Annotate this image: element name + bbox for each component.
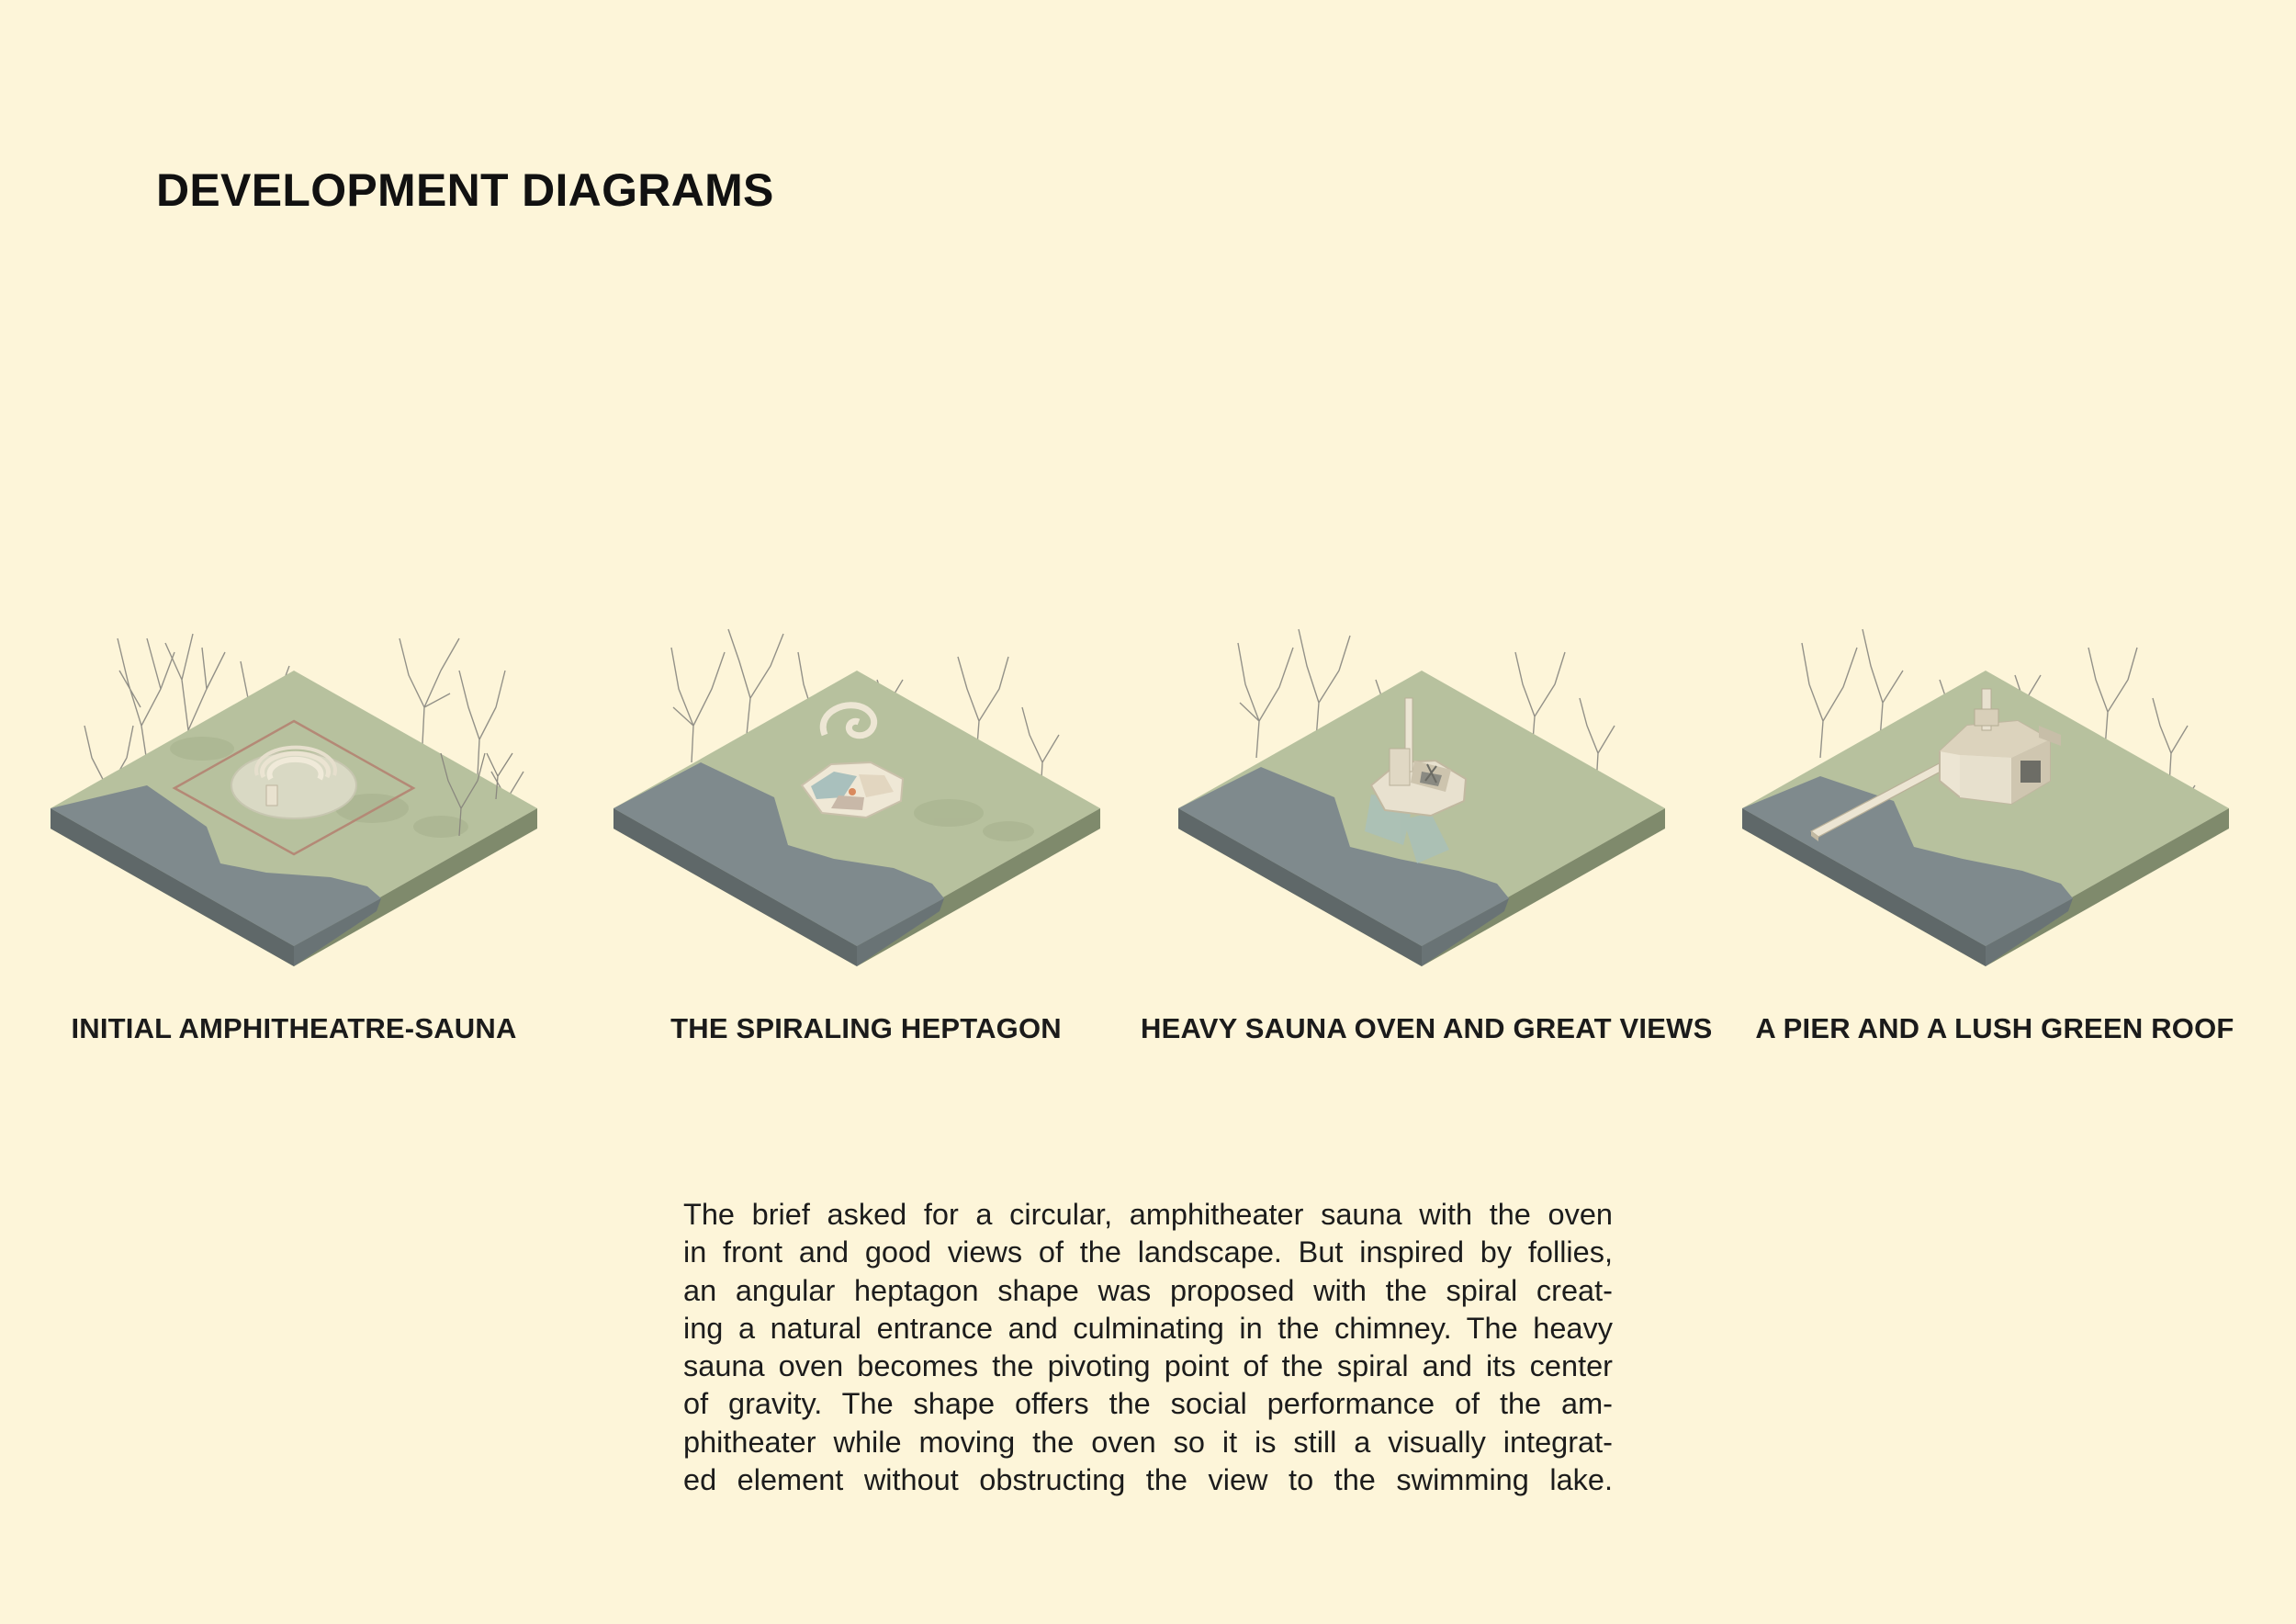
diagram-pier-green-roof [1719, 551, 2252, 983]
ground-texture [170, 737, 468, 838]
description-line: The brief asked for a circular, amphithe… [683, 1198, 1613, 1231]
diagram-1-illustration [51, 633, 537, 966]
diagram-row [0, 551, 2296, 1029]
ground-texture [914, 799, 1034, 841]
lake [51, 785, 381, 966]
amphitheatre [172, 719, 416, 856]
diagram-2-illustration [613, 628, 1100, 966]
lake [1178, 767, 1509, 966]
description-paragraph: The brief asked for a circular, amphithe… [683, 1196, 1613, 1499]
description-line: of gravity. The shape offers the social … [683, 1387, 1613, 1421]
lake [1742, 776, 2073, 966]
caption-pier-green-roof: A PIER AND A LUSH GREEN ROOF [1755, 1012, 2234, 1044]
caption-spiraling-heptagon: THE SPIRALING HEPTAGON [670, 1012, 1062, 1044]
description-line: ed element without obstructing the view … [683, 1463, 1613, 1497]
description-line: sauna oven becomes the pivoting point of… [683, 1349, 1613, 1383]
lake [613, 762, 944, 966]
description-line: ing a natural entrance and culminating i… [683, 1311, 1613, 1345]
trees-front [440, 752, 513, 837]
diagram-4-illustration [1742, 628, 2229, 966]
oven-structure [1369, 697, 1468, 818]
page-title: DEVELOPMENT DIAGRAMS [156, 164, 774, 216]
diagram-heavy-sauna-oven [1155, 551, 1688, 983]
diagram-spiraling-heptagon [591, 551, 1123, 983]
caption-initial-amphitheatre-sauna: INITIAL AMPHITHEATRE-SAUNA [71, 1012, 517, 1044]
diagram-3-illustration [1178, 628, 1665, 966]
sauna-building [1939, 688, 2061, 806]
heptagon-spiral [800, 702, 905, 819]
caption-heavy-sauna-oven: HEAVY SAUNA OVEN AND GREAT VIEWS [1141, 1012, 1713, 1044]
description-line: an angular heptagon shape was proposed w… [683, 1273, 1613, 1307]
description-line: phitheater while moving the oven so it i… [683, 1425, 1613, 1459]
description-line: in front and good views of the landscape… [683, 1235, 1613, 1269]
diagram-initial-amphitheatre-sauna [28, 551, 560, 983]
